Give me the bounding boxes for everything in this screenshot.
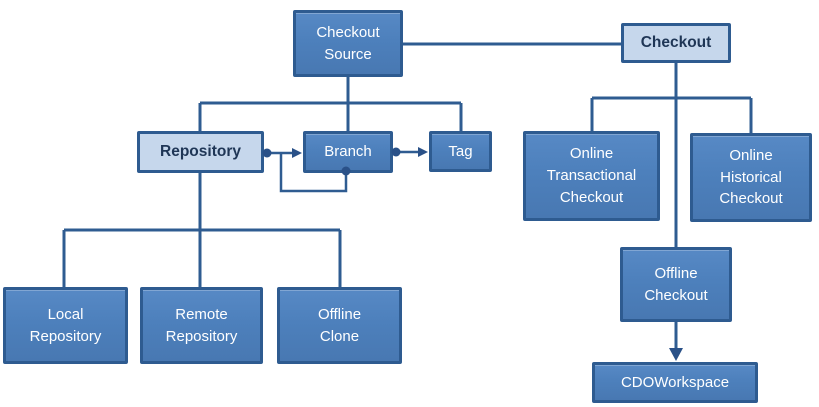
node-offline-checkout[interactable]: Offline Checkout [620,247,732,322]
node-online-historical-checkout[interactable]: Online Historical Checkout [690,133,812,222]
node-cdoworkspace[interactable]: CDOWorkspace [592,362,758,403]
connector-checkoutsource-children-tree [198,77,463,132]
node-local-repository-label: Local Repository [29,305,102,345]
connector-offlinecheckout-cdoworkspace-arrow [669,322,683,361]
node-local-repository[interactable]: Local Repository [3,287,128,364]
node-checkout-label: Checkout [640,33,712,51]
node-repository-label: Repository [160,142,241,160]
node-remote-repository[interactable]: Remote Repository [140,287,263,364]
node-tag[interactable]: Tag [429,131,492,172]
node-offline-clone-label: Offline Clone [317,305,362,345]
node-tag-label: Tag [448,142,473,160]
node-offline-clone[interactable]: Offline Clone [277,287,402,364]
connector-repository-branch-aggregation [262,148,302,158]
node-checkout-source[interactable]: Checkout Source [293,10,403,77]
node-online-historical-checkout-label: Online Historical Checkout [719,146,783,208]
node-checkout[interactable]: Checkout [621,23,731,63]
node-offline-checkout-label: Offline Checkout [644,264,708,304]
node-online-transactional-checkout[interactable]: Online Transactional Checkout [523,131,660,221]
connector-branch-tag-aggregation [391,147,428,157]
node-remote-repository-label: Remote Repository [165,305,238,345]
node-checkout-source-label: Checkout Source [316,23,380,63]
node-repository[interactable]: Repository [137,131,264,173]
node-online-transactional-checkout-label: Online Transactional Checkout [546,145,637,206]
node-cdoworkspace-label: CDOWorkspace [620,373,730,391]
node-branch[interactable]: Branch [303,131,393,173]
connector-repository-children-tree [62,173,342,288]
node-branch-label: Branch [324,143,372,161]
